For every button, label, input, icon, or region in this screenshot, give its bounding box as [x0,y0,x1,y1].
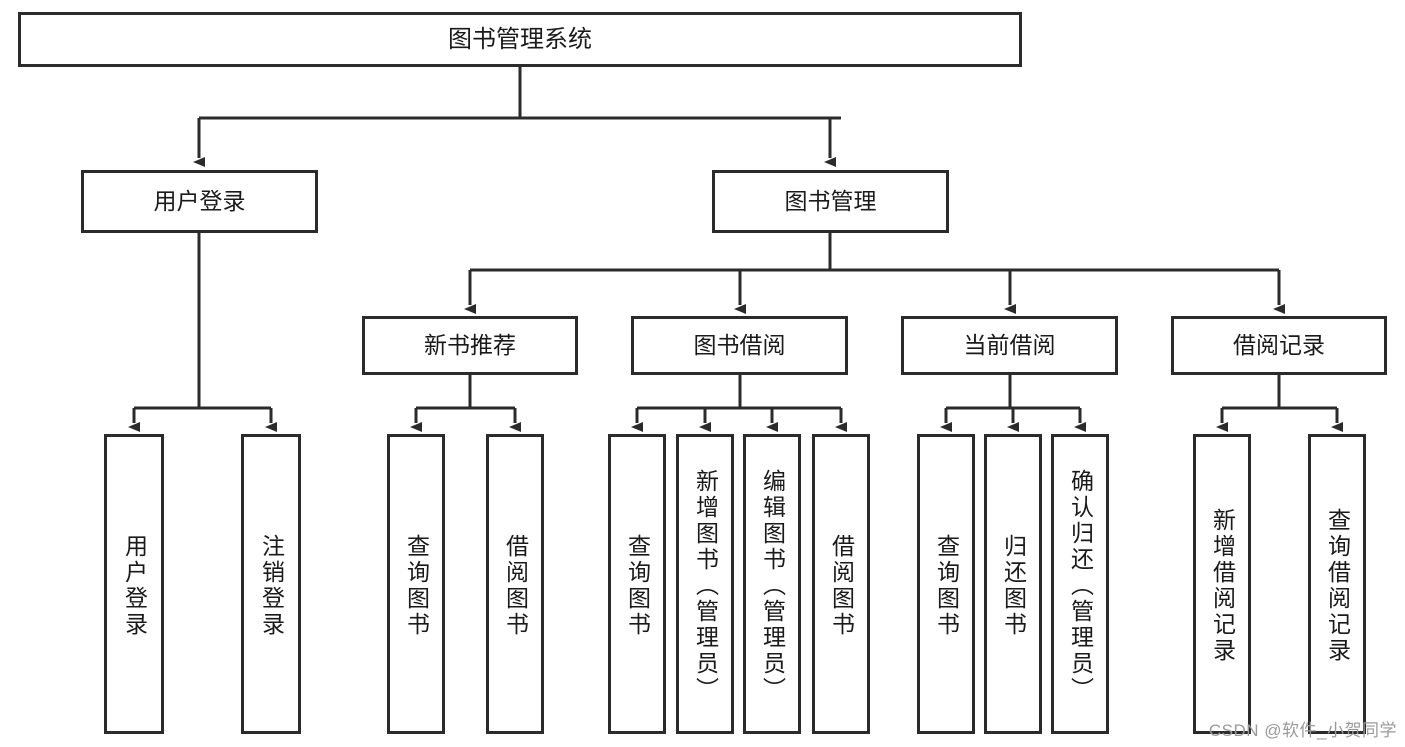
node-new-book-recommend[interactable]: 新书推荐 [362,316,578,375]
leaf-borrow-add-book-admin-label: 新增图书（管理员） [692,469,719,703]
leaf-borrow-add-book-admin[interactable]: 新增图书（管理员） [676,434,734,734]
node-book-management-label: 图书管理 [784,188,877,215]
leaf-borrow-borrow-book-label: 借阅图书 [828,534,855,638]
node-user-login-label: 用户登录 [153,188,246,215]
node-new-book-recommend-label: 新书推荐 [424,332,516,359]
leaf-new-book-borrow-label: 借阅图书 [502,534,529,638]
leaf-records-add[interactable]: 新增借阅记录 [1193,434,1251,734]
csdn-watermark: CSDN @软件_小贺同学 [1208,721,1397,740]
leaf-user-login-login-label: 用户登录 [121,534,148,638]
leaf-borrow-edit-book-admin-label: 编辑图书（管理员） [759,469,786,703]
leaf-new-book-borrow[interactable]: 借阅图书 [486,434,544,734]
leaf-user-login-logout-label: 注销登录 [258,534,285,638]
node-borrow-records-label: 借阅记录 [1233,332,1325,359]
node-borrow-records[interactable]: 借阅记录 [1171,316,1387,375]
leaf-current-return[interactable]: 归还图书 [984,434,1042,734]
leaf-current-return-label: 归还图书 [1000,534,1027,638]
node-current-borrow-label: 当前借阅 [963,332,1056,359]
leaf-user-login-logout[interactable]: 注销登录 [241,434,301,734]
node-user-login[interactable]: 用户登录 [81,170,318,233]
leaf-records-query-label: 查询借阅记录 [1324,508,1351,664]
node-current-borrow[interactable]: 当前借阅 [901,316,1118,375]
leaf-borrow-query[interactable]: 查询图书 [608,434,666,734]
leaf-borrow-borrow-book[interactable]: 借阅图书 [812,434,870,734]
leaf-new-book-query-label: 查询图书 [403,534,430,638]
node-book-borrow[interactable]: 图书借阅 [631,316,848,375]
node-root-label: 图书管理系统 [448,25,592,53]
leaf-borrow-query-label: 查询图书 [624,534,651,638]
leaf-current-query-label: 查询图书 [933,534,960,638]
leaf-current-confirm-return-admin[interactable]: 确认归还（管理员） [1051,434,1109,734]
leaf-borrow-edit-book-admin[interactable]: 编辑图书（管理员） [743,434,801,734]
leaf-records-query[interactable]: 查询借阅记录 [1308,434,1366,734]
node-book-management[interactable]: 图书管理 [712,170,949,233]
leaf-new-book-query[interactable]: 查询图书 [387,434,445,734]
leaf-current-confirm-return-admin-label: 确认归还（管理员） [1067,469,1094,703]
leaf-current-query[interactable]: 查询图书 [917,434,975,734]
leaf-records-add-label: 新增借阅记录 [1209,508,1236,664]
leaf-user-login-login[interactable]: 用户登录 [104,434,164,734]
node-root[interactable]: 图书管理系统 [18,12,1022,67]
node-book-borrow-label: 图书借阅 [693,332,786,359]
